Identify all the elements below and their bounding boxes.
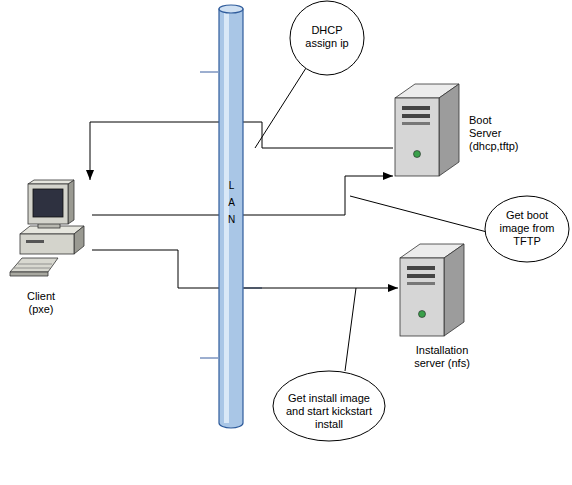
node-label: Boot Server (dhcp,tftp) <box>469 114 527 153</box>
bubble-ellipse <box>485 196 569 262</box>
monitor-screen <box>33 189 63 217</box>
case-front <box>20 234 74 254</box>
server-front <box>400 258 444 336</box>
network-label: LAN <box>218 180 244 231</box>
bubble-ellipse <box>290 1 364 75</box>
lan-pipe: LAN <box>218 4 244 428</box>
drive-slot <box>407 266 435 270</box>
callout-text: DHCP assign ip <box>297 24 357 50</box>
server-side <box>444 244 464 336</box>
drive-slot <box>402 122 430 125</box>
leader-line <box>345 288 356 371</box>
node-label: Client (pxe) <box>16 290 66 316</box>
lan-tick <box>200 72 218 73</box>
keyboard-row <box>18 264 52 265</box>
server-front <box>395 98 439 176</box>
drive-slot <box>26 240 44 243</box>
lan-tick <box>200 358 218 359</box>
pipe-end <box>219 5 243 13</box>
keyboard-row <box>14 268 50 269</box>
keyboard <box>10 258 58 272</box>
callout-text: Get install image and start kickstart in… <box>280 392 378 431</box>
power-light <box>419 311 426 318</box>
callout-bubble: DHCP assign ip <box>289 0 365 76</box>
drive-slot <box>407 274 435 278</box>
monitor-side <box>68 180 74 224</box>
pipe-body <box>219 9 243 428</box>
installation-server-icon <box>400 244 464 336</box>
drive-slot <box>402 114 430 118</box>
callout-text: Get boot image from TFTP <box>496 209 558 248</box>
server-side <box>439 84 459 176</box>
client-computer-icon <box>10 180 84 276</box>
bubble-ellipse <box>273 371 385 441</box>
monitor-top <box>28 180 74 184</box>
node-label: Installation server (nfs) <box>402 344 482 370</box>
callout-bubble: Get boot image from TFTP <box>484 195 570 263</box>
lan-tick <box>244 288 262 289</box>
server-node: Boot Server (dhcp,tftp) <box>393 78 553 178</box>
callout-bubble: Get install image and start kickstart in… <box>272 370 386 442</box>
drive-slot <box>407 282 435 285</box>
client-node: Client (pxe) <box>8 180 92 320</box>
leader-line <box>350 196 487 232</box>
network-connector <box>92 250 398 288</box>
leader-line <box>255 68 306 148</box>
keyboard-edge <box>10 272 48 276</box>
monitor-front <box>28 184 68 224</box>
power-light <box>414 151 421 158</box>
boot-server-icon <box>395 84 459 176</box>
server-node: Installation server (nfs) <box>398 238 490 388</box>
case-side <box>74 226 84 254</box>
drive-slot <box>402 106 430 110</box>
